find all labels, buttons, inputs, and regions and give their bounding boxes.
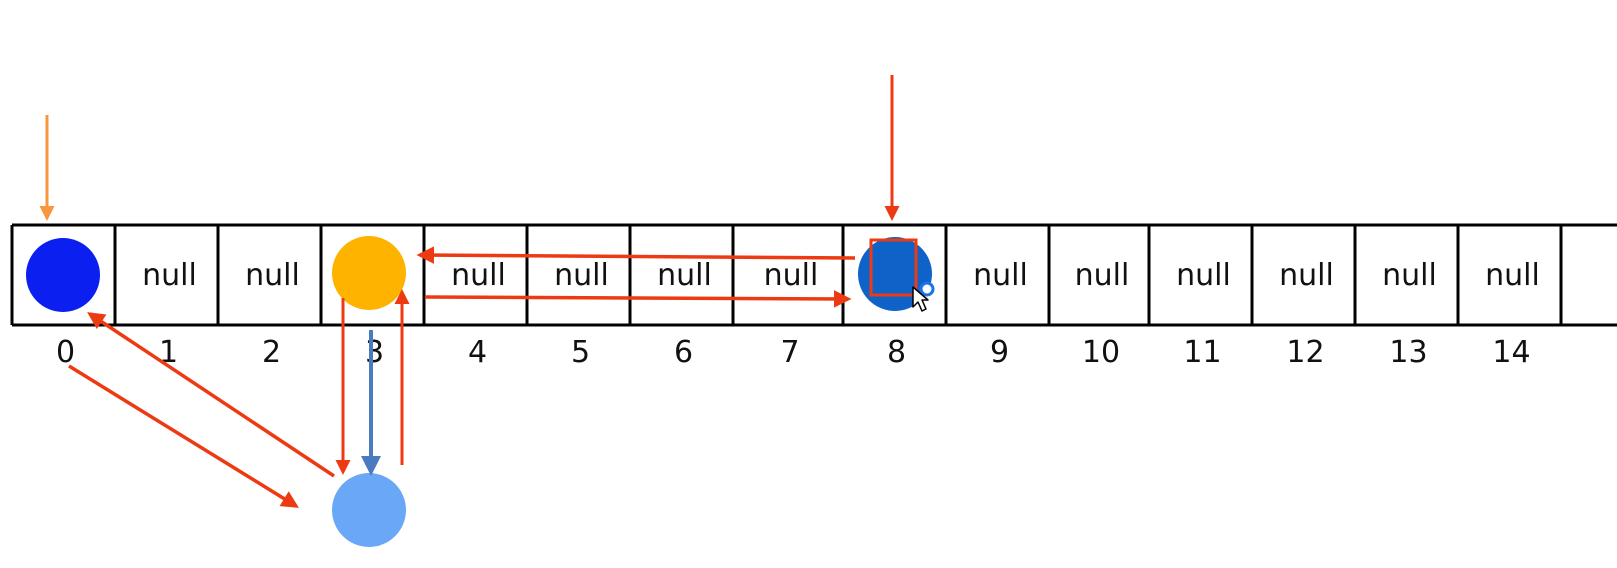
arrow-index0-to-light [68, 364, 299, 508]
cell-index-label: 14 [1492, 335, 1530, 370]
selection-rectangle-icon[interactable] [869, 238, 918, 297]
cell-null-text: null [1075, 258, 1130, 293]
cell-index-label: 11 [1183, 335, 1221, 370]
cell-index-label: 5 [571, 335, 590, 370]
cell-null-text: null [451, 258, 506, 293]
cell-null-text: null [554, 258, 609, 293]
cell-null-text: null [245, 258, 300, 293]
cell-index-label: 4 [468, 335, 487, 370]
cell-null-text: null [142, 258, 197, 293]
cell-index-label: 7 [780, 335, 799, 370]
array-grid [10, 223, 1617, 327]
cell-null-text: null [1382, 258, 1437, 293]
diagram-arrows [39, 75, 900, 508]
node-blue [26, 238, 100, 312]
cell-null-text: null [1485, 258, 1540, 293]
link-handle-icon[interactable] [919, 281, 935, 297]
cell-index-label: 9 [990, 335, 1009, 370]
arrow-node3-to-node8 [424, 290, 852, 308]
cell-null-text: null [657, 258, 712, 293]
cell-null-text: null [973, 258, 1028, 293]
arrow-node8-to-node3 [416, 246, 856, 264]
cell-index-label: 3 [365, 335, 384, 370]
array-cell-contents: null null null null null null null null null null… [142, 258, 1540, 293]
cell-null-text: null [764, 258, 819, 293]
mouse-pointer-icon [912, 286, 929, 312]
cell-null-text: null [1279, 258, 1334, 293]
cell-index-label: 8 [887, 335, 906, 370]
cell-index-label: 13 [1389, 335, 1427, 370]
cell-index-label: 12 [1286, 335, 1324, 370]
cell-null-text: null [1176, 258, 1231, 293]
node-light-blue [332, 473, 406, 547]
node-yellow [332, 236, 406, 310]
cell-index-label: 10 [1082, 335, 1120, 370]
array-cell-dividers [10, 225, 1563, 325]
arrow-light-to-node0 [87, 312, 335, 478]
cell-index-label: 2 [262, 335, 281, 370]
cell-index-label: 0 [56, 335, 75, 370]
cell-index-label: 6 [674, 335, 693, 370]
